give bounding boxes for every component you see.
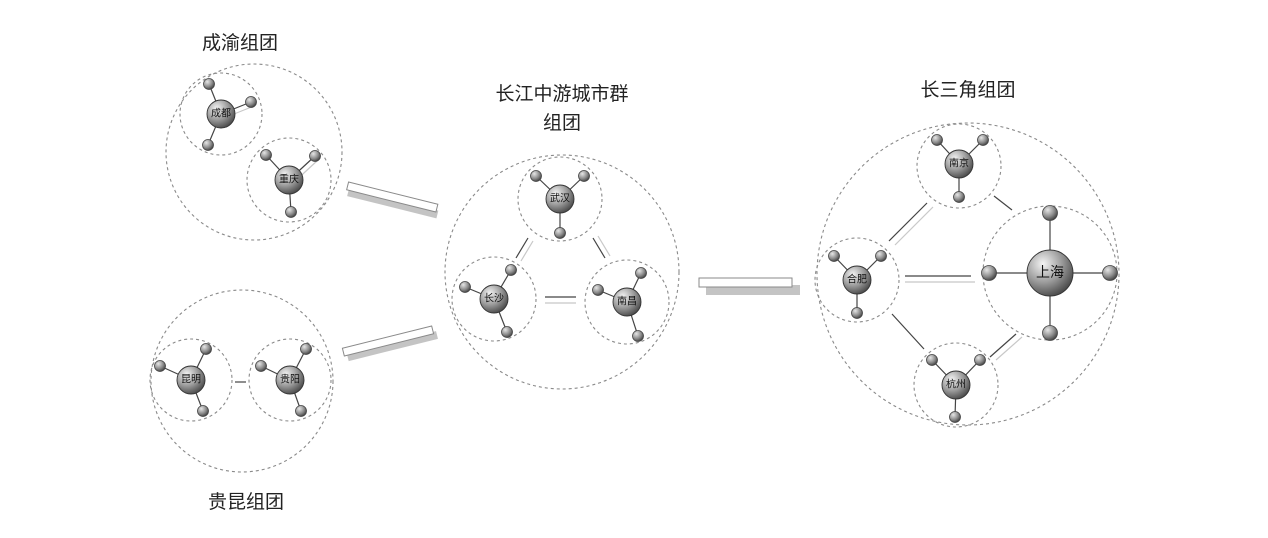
city-circle-nanjing (916, 123, 1002, 209)
city-circle-changsha (451, 256, 537, 342)
cluster-csj: 长三角组团 (814, 79, 1120, 428)
satellite-node (295, 405, 307, 417)
city-node-hefei (842, 265, 872, 295)
cluster-chengyu: 成渝组团 成都 重庆 (165, 32, 343, 241)
city-label-shanghai: 上海 (1036, 265, 1064, 281)
city-node-shanghai (1026, 249, 1074, 297)
satellite-node (245, 96, 257, 108)
city-label-chongqing: 重庆 (279, 173, 299, 186)
city-circle-guiyang (248, 338, 332, 422)
cluster-title-guikun: 贵昆组团 (208, 491, 284, 513)
city-label-guiyang: 贵阳 (280, 373, 300, 386)
satellite-node (255, 360, 267, 372)
city-label-hangzhou: 杭州 (946, 378, 966, 391)
city-node-hangzhou (941, 370, 971, 400)
satellite-node (632, 330, 644, 342)
link-hefei-hangzhou (891, 313, 925, 350)
city-node-guiyang (275, 365, 305, 395)
city-label-nanjing: 南京 (949, 157, 969, 170)
satellite-node (949, 411, 961, 423)
city-node-nanchang (612, 287, 642, 317)
satellite-node (1042, 325, 1058, 341)
satellite-node (200, 343, 212, 355)
satellite-node (197, 405, 209, 417)
link-wuhan-changsha (515, 237, 529, 259)
satellite-node (828, 250, 840, 262)
city-label-kunming: 昆明 (181, 374, 201, 386)
city-node-nanjing (944, 149, 974, 179)
satellite-node (530, 170, 542, 182)
city-label-nanchang: 南昌 (617, 295, 637, 308)
satellite-node (931, 134, 943, 146)
cluster-boundary-changjiang (444, 154, 680, 390)
satellite-node (1042, 205, 1058, 221)
satellite-node (981, 265, 997, 281)
city-label-wuhan: 武汉 (550, 192, 570, 205)
city-label-hefei: 合肥 (847, 273, 867, 286)
cluster-title-changjiang-line2: 组团 (543, 112, 581, 134)
link-hefei-nanjing (888, 202, 928, 242)
city-node-kunming (176, 365, 206, 395)
link-nanjing-shanghai (993, 195, 1013, 211)
satellite-node (554, 227, 566, 239)
city-node-wuhan (545, 184, 575, 214)
satellite-node (977, 134, 989, 146)
city-circle-chongqing (246, 137, 332, 223)
satellite-node (501, 326, 513, 338)
cluster-boundary-guikun (150, 289, 334, 473)
cluster-boundary-chengyu (165, 63, 343, 241)
satellite-node (154, 360, 166, 372)
cluster-title-chengyu: 成渝组团 (202, 32, 278, 54)
satellite-node (203, 78, 215, 90)
link-hangzhou-shanghai (989, 333, 1017, 358)
city-node-chongqing (274, 165, 304, 195)
city-node-chengdu (206, 99, 236, 129)
link-wuhan-nanchang (592, 237, 606, 259)
connector-right (698, 277, 800, 295)
satellite-node (926, 354, 938, 366)
satellite-node (592, 284, 604, 296)
satellite-node (260, 149, 272, 161)
satellite-node (459, 281, 471, 293)
cluster-guikun: 贵昆组团 昆明 贵阳 (149, 289, 334, 513)
city-label-changsha: 长沙 (484, 293, 504, 305)
city-node-changsha (479, 284, 509, 314)
cluster-title-csj: 长三角组团 (920, 79, 1015, 101)
satellite-node (851, 307, 863, 319)
satellite-node (875, 250, 887, 262)
connector-lower-left (341, 325, 438, 362)
city-circle-hefei (814, 237, 900, 323)
satellite-node (1102, 265, 1118, 281)
satellite-node (974, 354, 986, 366)
cluster-changjiang: 长江中游城市群 组团 武汉 长沙 (444, 83, 680, 390)
city-circle-chengdu (179, 72, 263, 156)
satellite-node (635, 267, 647, 279)
satellite-node (300, 343, 312, 355)
city-circle-wuhan (517, 156, 603, 242)
cluster-boundary-csj (816, 122, 1120, 426)
city-circle-nanchang (584, 259, 670, 345)
city-label-chengdu: 成都 (211, 108, 231, 120)
satellite-node (953, 191, 965, 203)
satellite-node (578, 170, 590, 182)
cluster-title-changjiang-line1: 长江中游城市群 (495, 83, 628, 105)
satellite-node (285, 206, 297, 218)
satellite-node (202, 139, 214, 151)
satellite-node (309, 150, 321, 162)
city-circle-hangzhou (913, 342, 999, 428)
connector-upper-left (346, 181, 439, 219)
satellite-node (505, 264, 517, 276)
city-circle-kunming (149, 338, 233, 422)
